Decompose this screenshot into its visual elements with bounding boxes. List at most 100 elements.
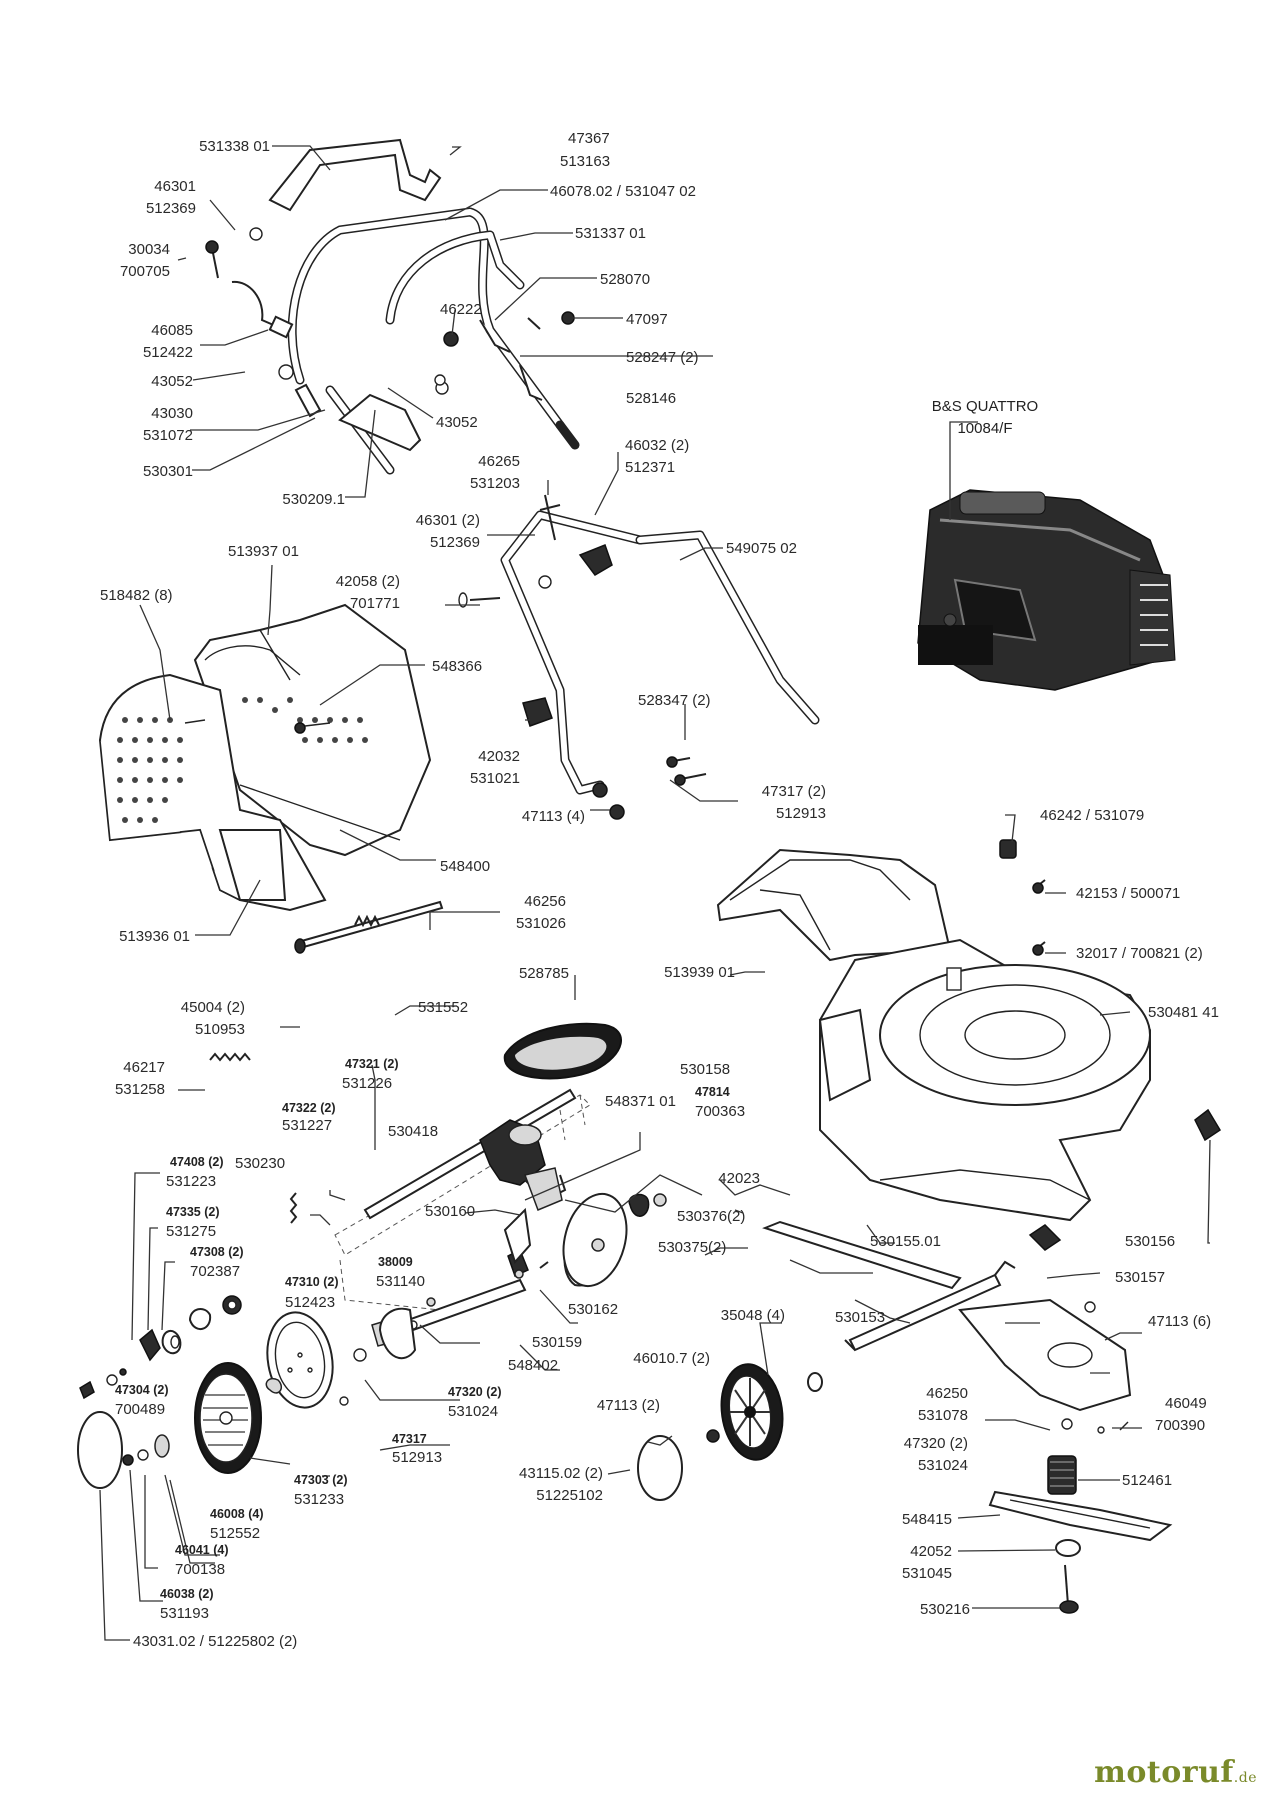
part-label-512423: 512423 [285, 1294, 335, 1311]
part-label-47097: 47097 [626, 311, 668, 328]
part-label-45004: 45004 (2) [181, 999, 245, 1016]
part-label-531337: 531337 01 [575, 225, 646, 242]
lower-handle [500, 510, 820, 795]
part-label-528785: 528785 [519, 965, 569, 982]
drive-hubcap-disc [266, 1311, 334, 1409]
part-label-531021: 531021 [470, 770, 520, 787]
part-label-46217: 46217 [123, 1059, 165, 1076]
part-label-46250: 46250 [926, 1385, 968, 1402]
part-label-47304: 47304 (2) [115, 1383, 169, 1397]
part-label-512552: 512552 [210, 1525, 260, 1542]
part-label-47814: 47814 [695, 1085, 730, 1099]
height-adjust-bar [762, 1220, 962, 1290]
rear-deflector-flap [716, 848, 952, 962]
part-label-513163: 513163 [560, 153, 610, 170]
deck-fasteners [999, 839, 1222, 1251]
throttle-cable [385, 230, 525, 325]
part-label-530375: 530375(2) [658, 1239, 726, 1256]
part-label-531338: 531338 01 [199, 138, 270, 155]
drive-gear-parts [79, 1295, 242, 1400]
handle-fasteners [205, 227, 575, 452]
part-label-46085: 46085 [151, 322, 193, 339]
part-label-512369-b: 512369 [430, 534, 480, 551]
part-label-46301-a: 46301 [154, 178, 196, 195]
part-label-47308: 47308 (2) [190, 1245, 244, 1259]
part-label-42032: 42032 [478, 748, 520, 765]
part-label-531223: 531223 [166, 1173, 216, 1190]
part-label-47322: 47322 (2) [282, 1101, 336, 1115]
engine-title: B&S QUATTRO [932, 398, 1038, 415]
part-label-531072: 531072 [143, 427, 193, 444]
part-label-531024-a: 531024 [448, 1403, 498, 1420]
part-label-530216: 530216 [920, 1601, 970, 1618]
part-label-530153: 530153 [835, 1309, 885, 1326]
brand-name: motoruf [1094, 1755, 1234, 1790]
part-label-35048: 35048 (4) [721, 1307, 785, 1324]
part-label-531227: 531227 [282, 1117, 332, 1134]
grass-bag-top-frame [193, 603, 432, 857]
rear-axle-rod [844, 1260, 1016, 1352]
part-label-531078: 531078 [918, 1407, 968, 1424]
part-label-530162: 530162 [568, 1301, 618, 1318]
part-label-47317-b: 47317 [392, 1432, 427, 1446]
part-label-700489: 700489 [115, 1401, 165, 1418]
part-label-700390: 700390 [1155, 1417, 1205, 1434]
part-label-530418: 530418 [388, 1123, 438, 1140]
blade-spacer [1047, 1455, 1077, 1495]
part-label-47335: 47335 (2) [166, 1205, 220, 1219]
part-label-42058: 42058 (2) [336, 573, 400, 590]
gear-disc-530160 [562, 1192, 628, 1288]
upper-handle [287, 207, 580, 475]
part-label-42153: 42153 / 500071 [1076, 885, 1180, 902]
drive-coupling [628, 1193, 667, 1217]
part-label-47367: 47367 [568, 130, 610, 147]
part-label-518482: 518482 (8) [100, 587, 173, 604]
part-label-530481: 530481 41 [1148, 1004, 1219, 1021]
front-axle-and-springs [209, 900, 444, 1224]
part-label-548402: 548402 [508, 1357, 558, 1374]
part-label-531258: 531258 [115, 1081, 165, 1098]
part-label-47310: 47310 (2) [285, 1275, 339, 1289]
grass-bag-body [98, 673, 401, 912]
part-label-702387: 702387 [190, 1263, 240, 1280]
part-label-43030: 43030 [151, 405, 193, 422]
part-label-46242: 46242 / 531079 [1040, 807, 1144, 824]
part-label-46301-b: 46301 (2) [416, 512, 480, 529]
part-label-512913-b: 512913 [392, 1449, 442, 1466]
part-label-530156: 530156 [1125, 1233, 1175, 1250]
part-label-47303: 47303 (2) [294, 1473, 348, 1487]
engine [917, 489, 1176, 691]
part-label-51225102: 51225102 [536, 1487, 603, 1504]
part-number-labels: 531338 01 47367 513163 46078.02 / 531047… [100, 130, 1219, 1650]
part-label-46010: 46010.7 (2) [633, 1350, 710, 1367]
part-label-528146: 528146 [626, 390, 676, 407]
part-label-46049: 46049 [1165, 1395, 1207, 1412]
part-label-531275: 531275 [166, 1223, 216, 1240]
part-label-32017: 32017 / 700821 (2) [1076, 945, 1203, 962]
part-label-47320-b: 47320 (2) [904, 1435, 968, 1452]
part-label-43115: 43115.02 (2) [519, 1465, 603, 1482]
part-label-510953: 510953 [195, 1021, 245, 1038]
part-label-531233: 531233 [294, 1491, 344, 1508]
hubcaps [77, 1411, 683, 1501]
part-label-531226: 531226 [342, 1075, 392, 1092]
part-label-47113-c: 47113 (2) [597, 1397, 660, 1414]
part-label-46078: 46078.02 / 531047 02 [550, 183, 696, 200]
part-label-47113-a: 47113 (4) [522, 808, 585, 825]
part-label-531140: 531140 [376, 1273, 425, 1290]
gearbox-drive [334, 1088, 591, 1311]
part-label-46038: 46038 (2) [160, 1587, 214, 1601]
part-label-43052-b: 43052 [436, 414, 478, 431]
part-label-530157: 530157 [1115, 1269, 1165, 1286]
part-label-531203: 531203 [470, 475, 520, 492]
part-label-530230: 530230 [235, 1155, 285, 1172]
part-label-38009: 38009 [378, 1255, 413, 1269]
part-label-46265: 46265 [478, 453, 520, 470]
part-label-528247: 528247 (2) [626, 349, 699, 366]
bag-mesh-pattern [117, 697, 368, 823]
part-label-47321: 47321 (2) [345, 1057, 399, 1071]
brand-tld: .de [1233, 1770, 1257, 1786]
drive-belt [503, 1022, 622, 1080]
axle-bracket [378, 1207, 549, 1360]
